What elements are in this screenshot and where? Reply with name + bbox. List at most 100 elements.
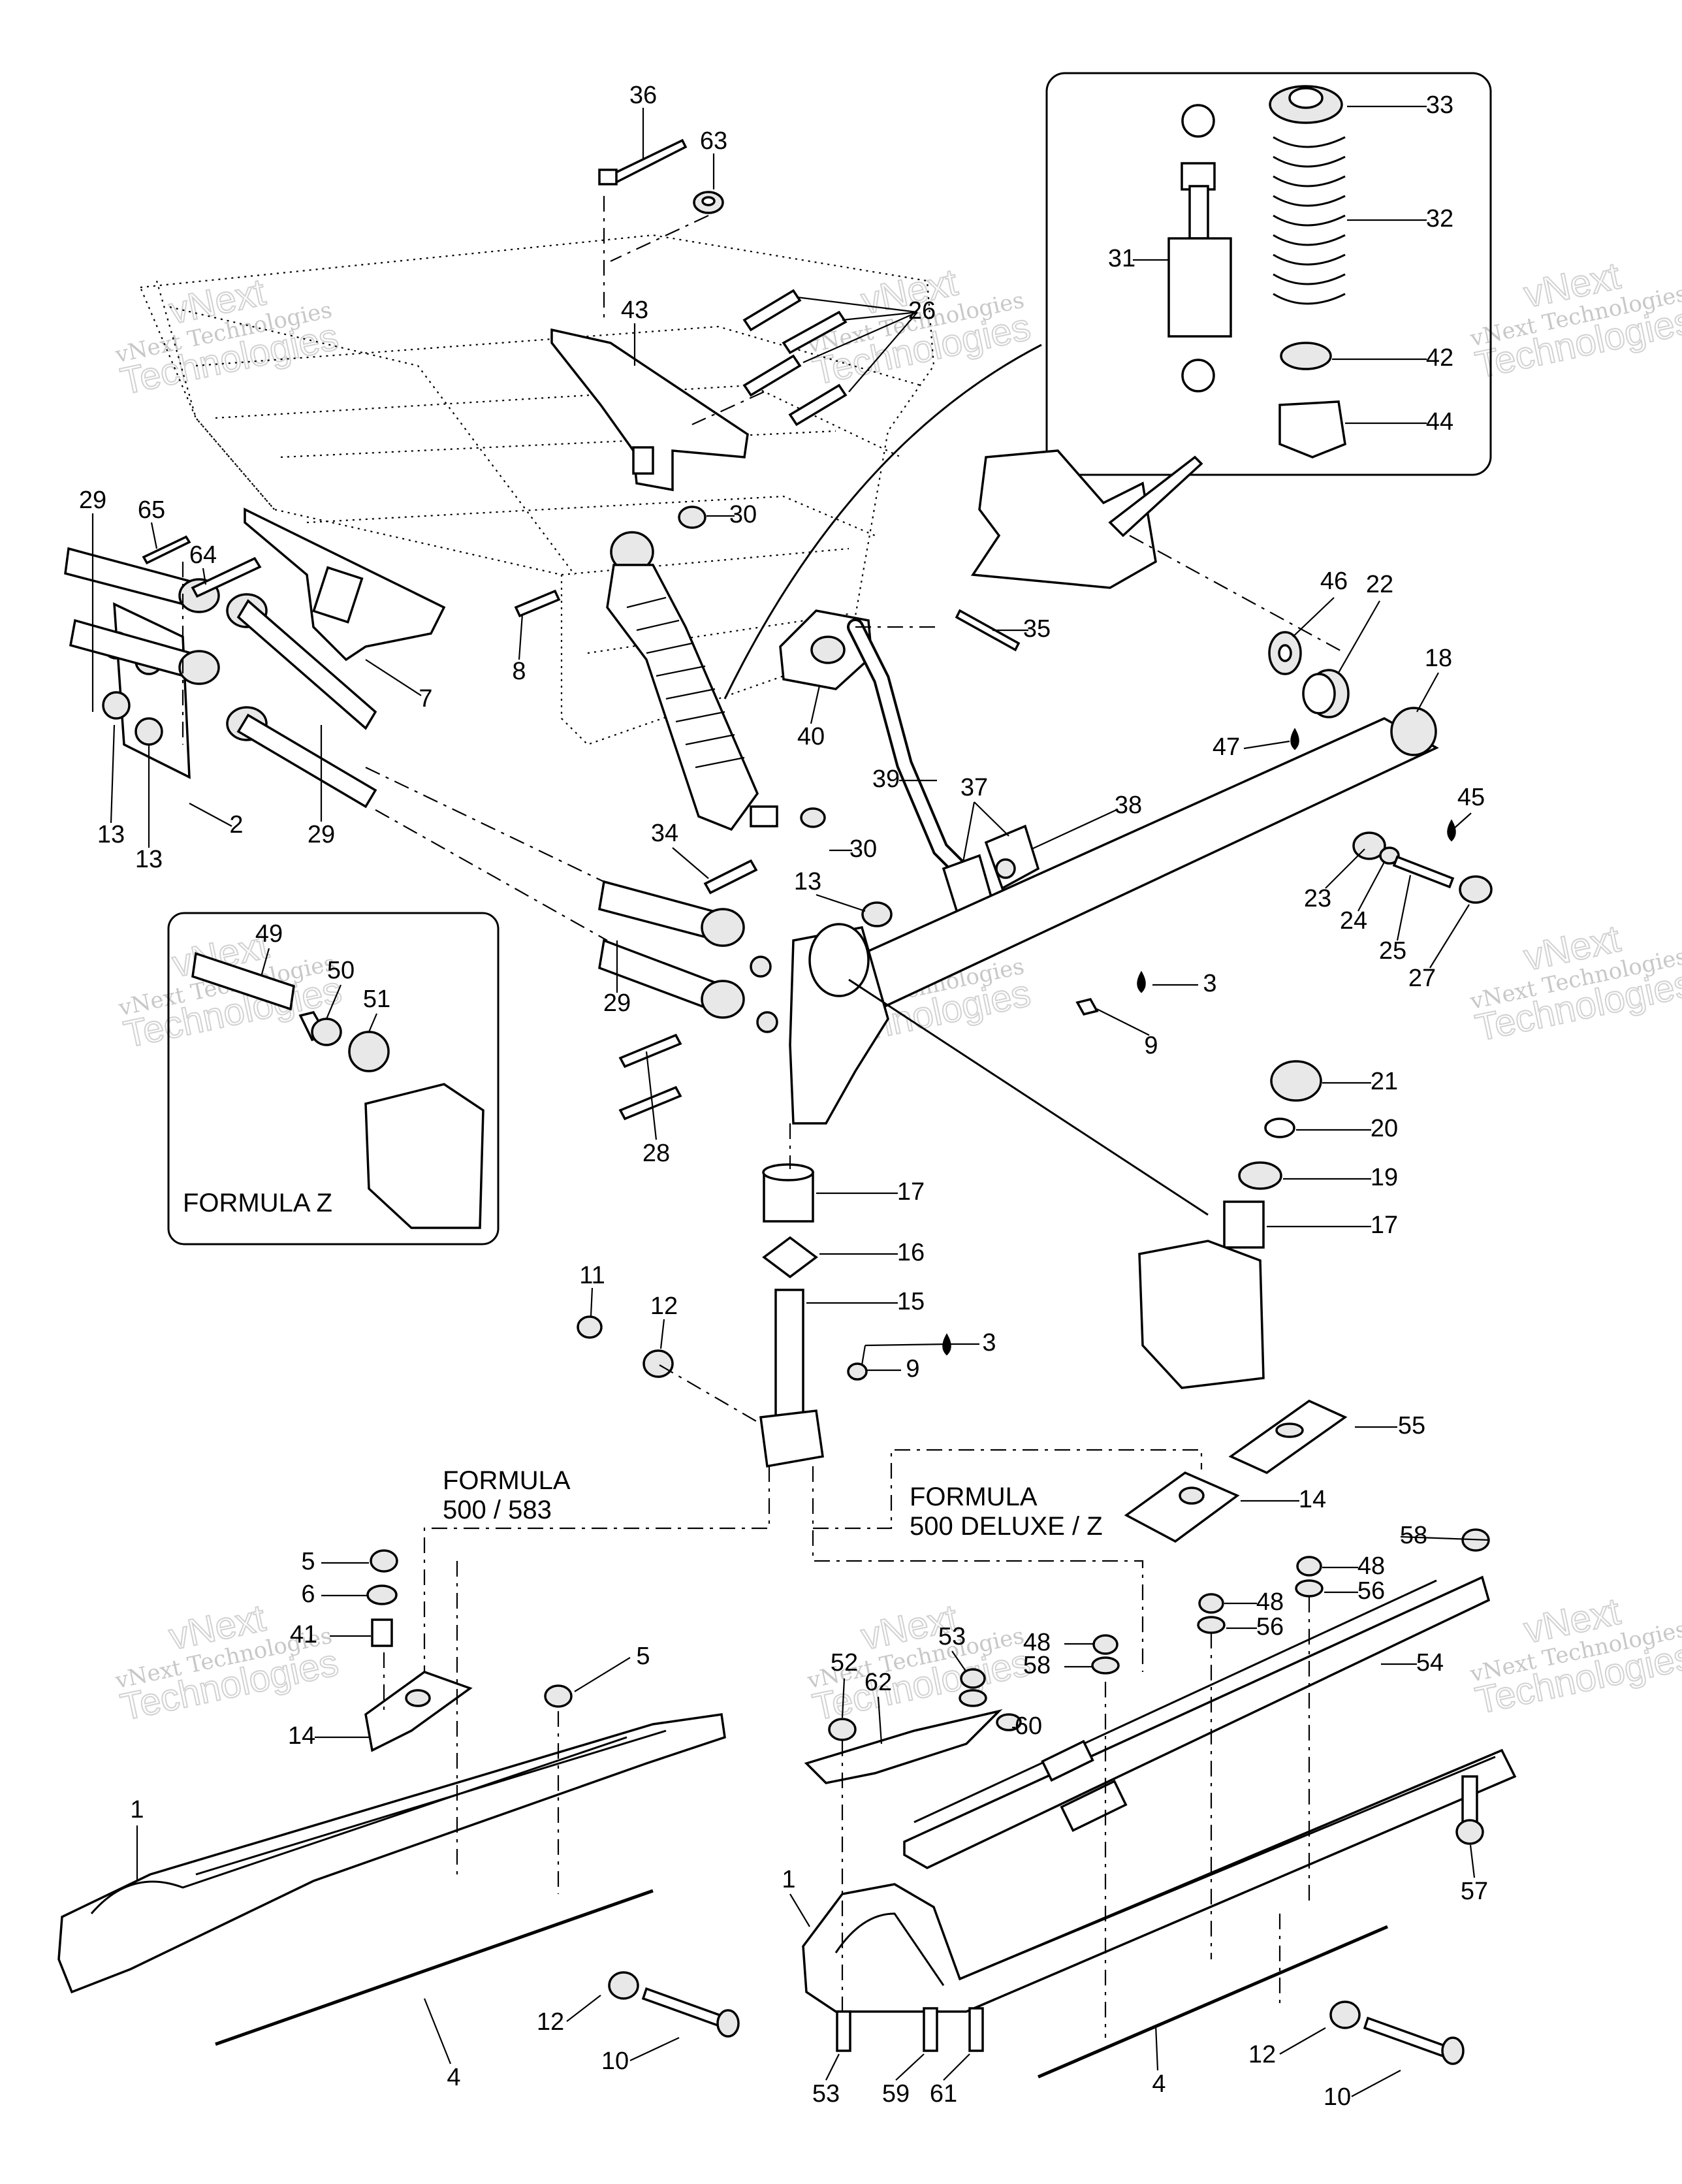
part-nut-63	[693, 191, 724, 214]
callout-13: 13	[794, 868, 821, 895]
part-runner-4-left	[215, 1889, 654, 2046]
part-washer-6	[366, 1584, 398, 1605]
callout-21: 21	[1371, 1068, 1398, 1095]
part-bolt-36	[598, 138, 688, 185]
callout-9: 9	[906, 1355, 919, 1383]
part-circlip-20	[1264, 1117, 1295, 1138]
callout-36: 36	[629, 82, 657, 109]
part-bolt-34	[703, 859, 758, 895]
callout-3: 3	[1203, 970, 1216, 997]
part-bolt-23-27	[1352, 831, 1493, 904]
part-bolts-28	[618, 1033, 682, 1121]
part-nut-5	[370, 1549, 573, 1708]
callout-59: 59	[882, 2080, 910, 2108]
part-nut-11	[577, 1315, 603, 1339]
callout-29: 29	[79, 487, 106, 514]
part-spindle-15	[759, 1289, 824, 1468]
callout-62: 62	[865, 1669, 892, 1696]
part-wear-plate-55	[1228, 1399, 1348, 1475]
callout-8: 8	[512, 658, 526, 685]
part-plate-2	[102, 602, 191, 779]
callout-45: 45	[1457, 784, 1485, 811]
grease-drop-icons	[942, 728, 1456, 1356]
callout-61: 61	[930, 2080, 957, 2108]
part-pin-35	[955, 609, 1021, 652]
callout-58: 58	[1400, 1522, 1427, 1549]
caption-formula-500-583-line2: 500 / 583	[443, 1496, 552, 1524]
part-nut-13	[861, 901, 893, 927]
inset-formula-z-parts	[191, 952, 484, 1229]
callout-50: 50	[327, 957, 355, 984]
callout-56: 56	[1256, 1613, 1284, 1641]
part-screws-26	[742, 289, 848, 426]
callout-4: 4	[1152, 2070, 1166, 2098]
callout-10: 10	[601, 2048, 629, 2075]
callout-1: 1	[782, 1866, 795, 1893]
callout-25: 25	[1379, 937, 1406, 965]
part-cap-21	[1270, 1060, 1322, 1102]
callout-1: 1	[130, 1796, 144, 1823]
callout-22: 22	[1366, 571, 1393, 598]
part-nut-52	[828, 1718, 857, 1741]
callout-47: 47	[1213, 733, 1240, 761]
part-bolt-8	[514, 589, 561, 618]
callout-56: 56	[1357, 1577, 1385, 1605]
callout-34: 34	[651, 820, 678, 847]
callout-37: 37	[960, 774, 988, 801]
caption-formula-deluxe-line1: FORMULA	[910, 1483, 1038, 1511]
part-bolt-64	[191, 556, 262, 598]
callout-57: 57	[1461, 1878, 1488, 1905]
callout-28: 28	[643, 1140, 670, 1167]
callout-23: 23	[1304, 885, 1331, 912]
part-washer-19	[1238, 1161, 1282, 1190]
callout-12: 12	[650, 1293, 678, 1320]
callout-60: 60	[1015, 1712, 1042, 1740]
callout-40: 40	[797, 723, 825, 750]
part-bushing-17	[762, 1163, 814, 1223]
callout-33: 33	[1426, 91, 1453, 119]
callout-9: 9	[1144, 1032, 1158, 1059]
part-ski-saddle-14-left	[364, 1671, 473, 1752]
callout-2: 2	[229, 811, 243, 839]
part-ski-frame-54	[903, 1575, 1491, 1869]
callout-39: 39	[872, 765, 900, 793]
part-washer-46	[1268, 631, 1302, 675]
callout-64: 64	[189, 541, 217, 569]
part-spacer-41	[371, 1618, 393, 1647]
part-bracket-62	[804, 1709, 1003, 1784]
callout-41: 41	[290, 1621, 317, 1648]
callout-13: 13	[97, 821, 125, 848]
part-bushing-17-right	[1223, 1200, 1265, 1249]
part-bracket-43	[550, 328, 749, 492]
callout-46: 46	[1320, 568, 1348, 595]
part-mount-plate	[970, 449, 1203, 589]
callout-53: 53	[812, 2080, 840, 2108]
callout-3: 3	[982, 1329, 996, 1357]
callout-32: 32	[1426, 205, 1453, 233]
part-shock-absorber	[606, 531, 778, 831]
caption-formula-deluxe-line2: 500 DELUXE / Z	[910, 1512, 1103, 1541]
callout-13: 13	[135, 846, 163, 873]
callout-65: 65	[138, 496, 165, 524]
part-bushing-12	[643, 1349, 674, 1378]
part-rods-29-upper	[64, 547, 377, 809]
callout-42: 42	[1426, 344, 1453, 372]
callout-18: 18	[1425, 645, 1452, 672]
part-bolt-57	[1455, 1775, 1484, 1845]
callout-27: 27	[1408, 965, 1436, 992]
part-plate-16	[762, 1236, 818, 1279]
callout-43: 43	[621, 297, 648, 324]
callout-12: 12	[537, 2008, 564, 2036]
callout-30: 30	[729, 501, 757, 528]
part-hardware-48-56	[1197, 1528, 1490, 1634]
callout-7: 7	[419, 685, 432, 713]
callout-29: 29	[308, 821, 335, 848]
callout-54: 54	[1416, 1649, 1444, 1677]
callout-29: 29	[603, 989, 631, 1017]
caption-formula-z: FORMULA Z	[183, 1189, 332, 1217]
